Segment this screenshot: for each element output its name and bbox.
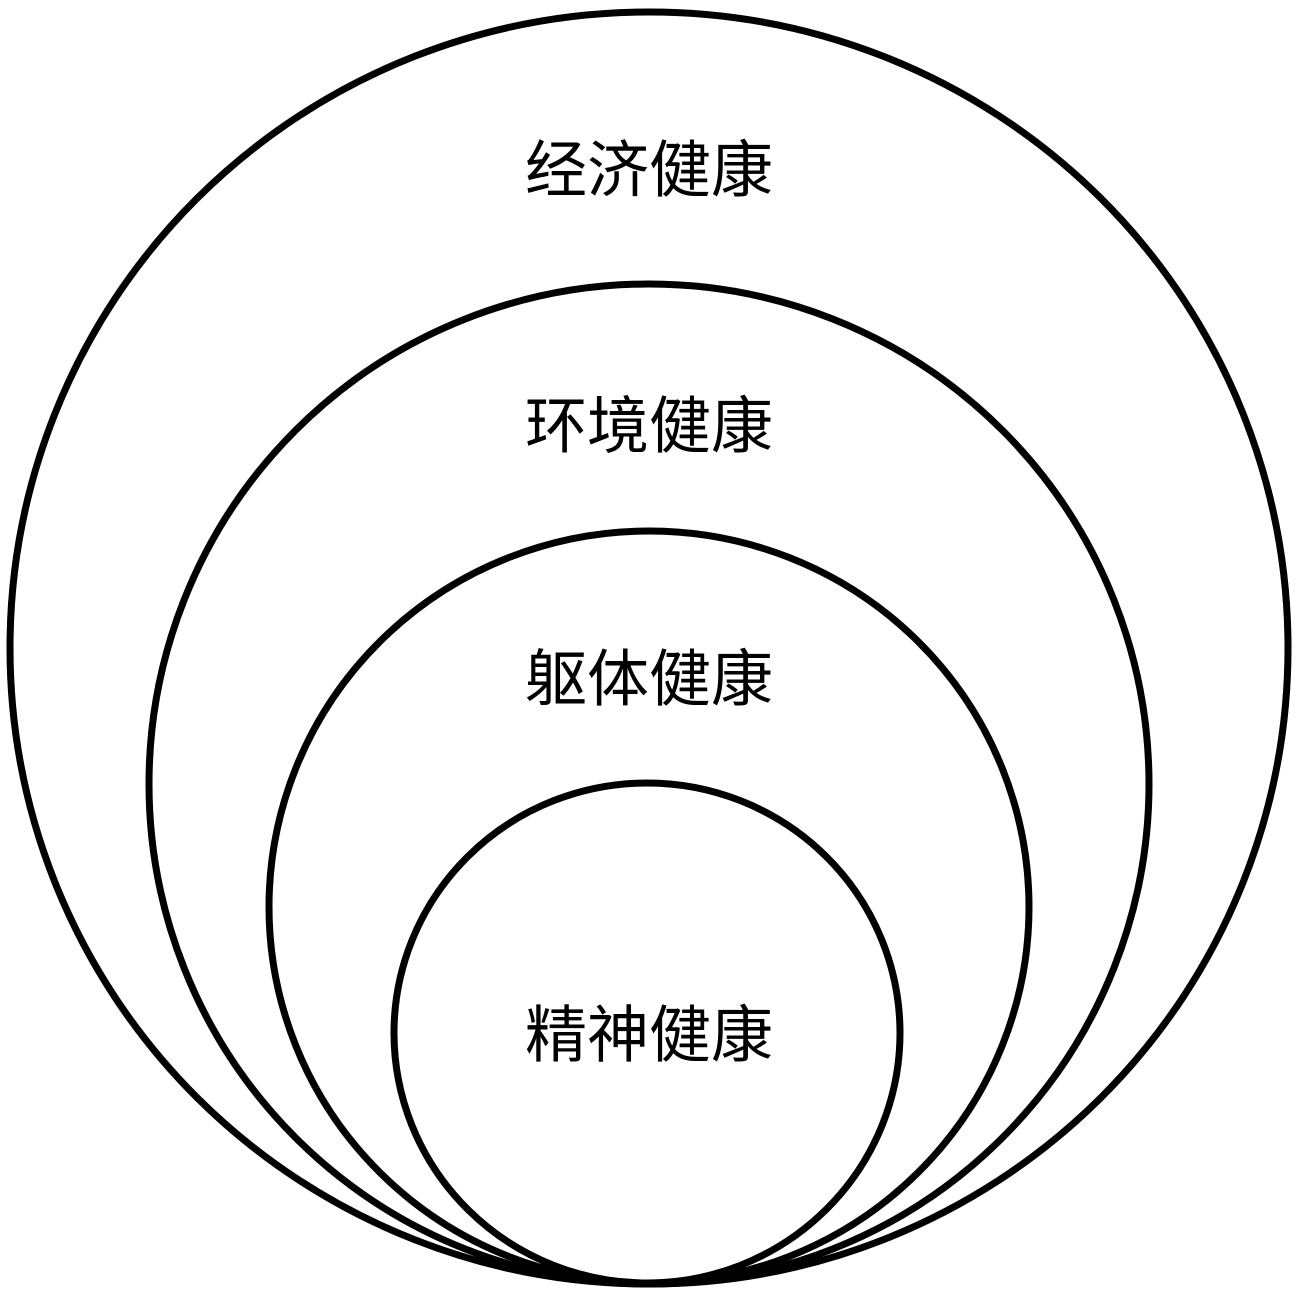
ring-economic-label: 经济健康 (525, 134, 773, 207)
ring-mental: 精神健康 (390, 779, 904, 1287)
ring-physical: 躯体健康 (265, 527, 1033, 1287)
ring-environmental-label: 环境健康 (525, 390, 773, 463)
ring-physical-label: 躯体健康 (525, 643, 773, 716)
ring-mental-label: 精神健康 (525, 999, 773, 1072)
ring-mental-outline (390, 779, 904, 1287)
